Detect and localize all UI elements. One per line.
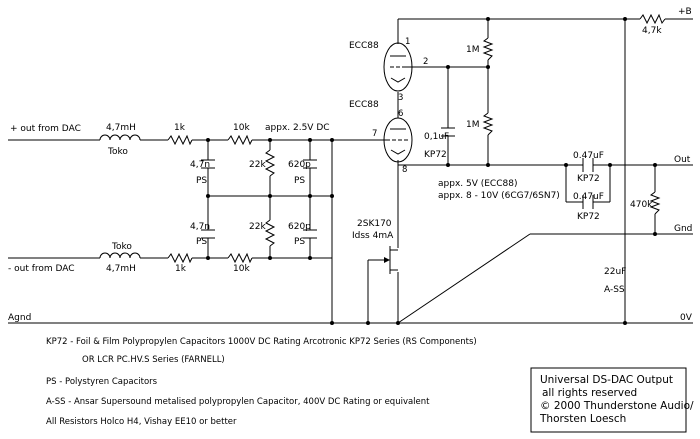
resistor-1k-top <box>167 134 193 146</box>
title-box: Universal DS-DAC Output all rights reser… <box>530 367 694 433</box>
label-ps-b: PS <box>294 176 305 186</box>
label-0v: 0V <box>680 313 693 323</box>
label-22k-bottom: 22k <box>249 222 266 232</box>
tube-top <box>383 42 413 92</box>
title-line-3: © 2000 Thunderstone Audio/ <box>540 400 694 412</box>
cap-4n7-top <box>201 159 215 169</box>
label-gnd: Gnd <box>674 224 692 234</box>
label-pin6: 6 <box>398 109 403 119</box>
note-kp72: KP72 - Foil & Film Polypropylen Capacito… <box>46 337 477 347</box>
label-plus-input: + out from DAC <box>10 124 81 134</box>
resistor-470k <box>649 191 661 215</box>
inductor-top <box>99 134 141 141</box>
resistor-1k-bottom <box>167 252 193 264</box>
label-kp72-b: KP72 <box>577 174 600 184</box>
label-0u47-top: 0.47uF <box>573 151 604 161</box>
cap-4n7-bottom <box>201 229 215 239</box>
label-ecc88-bottom: ECC88 <box>349 100 379 110</box>
label-22uf: 22uF <box>604 267 626 277</box>
inductor-bottom <box>99 252 141 259</box>
label-4n7-bottom: 4,7n <box>190 222 210 232</box>
jfet-2sk170 <box>384 246 398 274</box>
note-ps: PS - Polystyren Capacitors <box>46 377 158 387</box>
note-resistors: All Resistors Holco H4, Vishay EE10 or b… <box>46 417 237 427</box>
label-out: Out <box>674 155 691 165</box>
label-0u47-bottom: 0.47uF <box>573 192 604 202</box>
resistor-10k-bottom <box>227 252 253 264</box>
label-toko-top: Toko <box>107 147 128 157</box>
label-4n7-top: 4,7n <box>190 160 210 170</box>
cap-620p-bottom <box>303 229 317 239</box>
resistor-10k-top <box>227 134 253 146</box>
label-2sk170: 2SK170 <box>357 219 392 229</box>
label-kp72-a: KP72 <box>424 150 447 160</box>
label-inductor-bottom: 4,7mH <box>106 264 136 274</box>
label-plus-b: +B <box>678 7 692 17</box>
wires <box>8 18 693 324</box>
title-line-4: Thorsten Loesch <box>539 413 626 425</box>
label-minus-input: - out from DAC <box>8 264 75 274</box>
label-idss: Idss 4mA <box>352 231 394 241</box>
label-1m-bottom: 1M <box>466 120 480 130</box>
label-0u1: 0,1uF <box>424 132 449 142</box>
label-ecc88-top: ECC88 <box>349 41 379 51</box>
label-kp72-c: KP72 <box>577 212 600 222</box>
label-pin1: 1 <box>405 37 410 47</box>
label-inductor-top: 4,7mH <box>106 123 136 133</box>
junction-dots <box>206 17 657 325</box>
cap-620p-top <box>303 159 317 169</box>
label-ps-d: PS <box>294 237 305 247</box>
label-22k-top: 22k <box>249 160 266 170</box>
label-8-10v: appx. 8 - 10V (6CG7/6SN7) <box>438 191 560 201</box>
cap-0u47-top <box>582 158 594 172</box>
resistor-22k-top <box>264 149 276 177</box>
label-470k: 470k <box>630 200 653 210</box>
note-a-ss: A-SS - Ansar Supersound metalised polypr… <box>46 397 430 407</box>
cap-0u47-bottom <box>582 195 594 209</box>
label-agnd: Agnd <box>8 313 31 323</box>
title-line-1: Universal DS-DAC Output <box>540 374 673 386</box>
label-pin3: 3 <box>398 93 403 103</box>
label-2v5: appx. 2.5V DC <box>265 123 330 133</box>
resistor-1m-bottom <box>482 112 494 136</box>
label-pin2: 2 <box>423 57 428 67</box>
resistor-22k-bottom <box>264 219 276 247</box>
label-1m-top: 1M <box>466 45 480 55</box>
label-10k-top: 10k <box>233 123 250 133</box>
label-10k-bottom: 10k <box>233 264 250 274</box>
label-1k-top: 1k <box>174 123 186 133</box>
label-a-ss: A-SS <box>604 285 625 295</box>
label-620p-top: 620p <box>288 160 311 170</box>
label-5v: appx. 5V (ECC88) <box>438 179 517 189</box>
tube-bottom <box>383 117 413 163</box>
note-lcr: OR LCR PC.HV.S Series (FARNELL) <box>82 355 225 365</box>
cap-0u1 <box>441 127 455 137</box>
label-620p-bottom: 620p <box>288 222 311 232</box>
resistor-1m-top <box>482 37 494 61</box>
label-ps-a: PS <box>196 176 207 186</box>
label-toko-bottom: Toko <box>111 242 132 252</box>
label-ps-c: PS <box>196 237 207 247</box>
label-pin8: 8 <box>402 165 407 175</box>
label-pin7: 7 <box>372 129 377 139</box>
label-1k-bottom: 1k <box>175 264 187 274</box>
title-line-2: all rights reserved <box>542 387 637 399</box>
label-r-4k7: 4,7k <box>642 26 662 36</box>
resistor-4k7-plusb <box>639 13 666 25</box>
